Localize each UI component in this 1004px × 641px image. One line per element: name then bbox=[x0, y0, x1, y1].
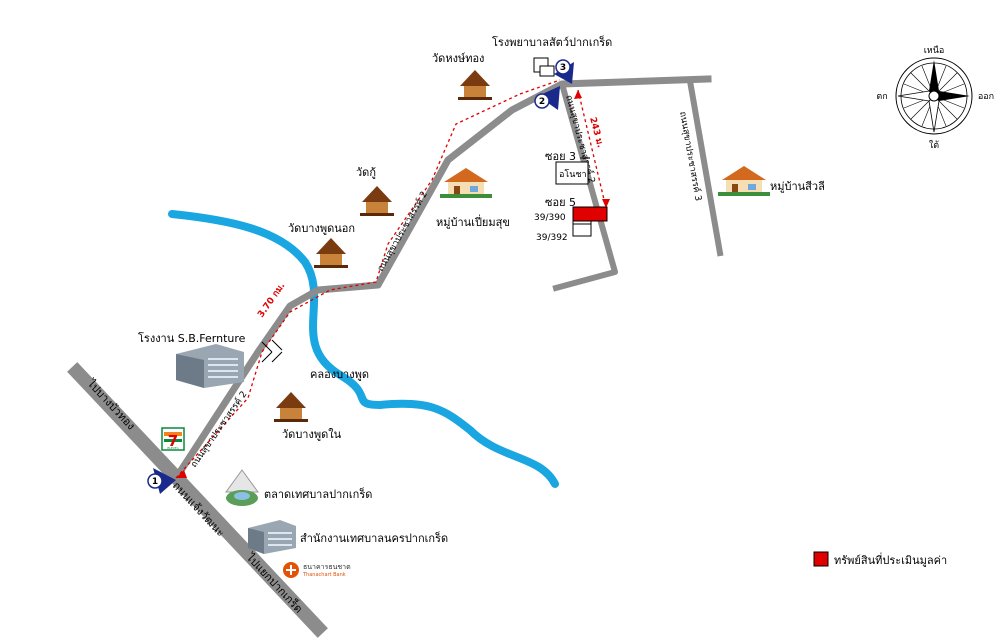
marker-3: 3 bbox=[554, 59, 574, 84]
khlong-bangphut-river bbox=[168, 210, 559, 488]
soi-5-label: ซอย 5 bbox=[545, 196, 576, 209]
route-arrow-b bbox=[602, 199, 610, 208]
temple-icon-wat-bangphut-nok bbox=[314, 238, 348, 268]
khlong-label: คลองบางพูด bbox=[310, 368, 369, 381]
factory-building-icon bbox=[176, 344, 244, 388]
main-road bbox=[67, 362, 328, 638]
marker-1-number: 1 bbox=[152, 477, 158, 487]
seven-eleven-sub: ELEVEn bbox=[167, 446, 178, 450]
main-road-name-label: ถนนแจ้งวัฒนะ bbox=[170, 479, 227, 539]
thanachart-bank-logo: ธนาคารธนชาต Thanachart Bank bbox=[283, 562, 351, 578]
house-icon-piamsuk bbox=[440, 168, 492, 198]
wat-ku-label: วัดกู้ bbox=[356, 166, 376, 179]
main-road-top-label: ไปบางบัวทอง bbox=[84, 376, 137, 432]
house-icon-sawee bbox=[718, 166, 770, 196]
bank-sub: Thanachart Bank bbox=[302, 572, 346, 578]
compass-south: ใต้ bbox=[929, 140, 939, 151]
marker-2: 2 bbox=[534, 86, 560, 110]
temple-icon-wat-ku bbox=[360, 186, 394, 216]
route-line-short bbox=[577, 89, 607, 209]
compass-east: ออก bbox=[978, 92, 994, 102]
route-arrow-start bbox=[176, 470, 187, 478]
office-building-icon bbox=[248, 520, 296, 554]
vet-hospital-label: โรงพยาบาลสัตว์ปากเกร็ด bbox=[492, 35, 612, 49]
temple-icon-wat-nong bbox=[458, 70, 492, 100]
prachachuen-3-road bbox=[686, 77, 724, 257]
soi-3-label: ซอย 3 bbox=[545, 150, 576, 163]
marker-1: 1 bbox=[147, 468, 176, 494]
seven-eleven-logo: 7 ELEVEn bbox=[161, 427, 185, 451]
wat-bangphut-nok-label: วัดบางพูดนอก bbox=[288, 222, 355, 235]
route-arrow-a bbox=[574, 90, 582, 99]
main-road-bottom-label: ไปแยกปากเกร็ด bbox=[243, 550, 306, 616]
seven-eleven-number: 7 bbox=[168, 432, 178, 450]
property-box-2 bbox=[572, 223, 592, 237]
property-address-1: 39/390 bbox=[534, 213, 566, 223]
market-label: ตลาดเทศบาลปากเกร็ด bbox=[264, 487, 372, 501]
moo-baan-piamsuk-label: หมู่บ้านเปี่ยมสุข bbox=[436, 214, 510, 229]
road-network bbox=[67, 75, 724, 638]
marker-2-number: 2 bbox=[539, 97, 545, 107]
legend: ทรัพย์สินที่ประเมินมูลค่า bbox=[813, 551, 947, 567]
distance-label-2: 243 ม. bbox=[587, 116, 605, 149]
soi-road bbox=[552, 80, 618, 292]
compass-rose: เหนือ ใต้ ออก ตก bbox=[876, 45, 994, 151]
route-line bbox=[175, 79, 561, 479]
temple-icon-wat-bangphut-nai bbox=[274, 392, 308, 422]
legend-swatch bbox=[813, 551, 829, 567]
wat-bangphut-nai-label: วัดบางพูดใน bbox=[282, 428, 342, 441]
property-address-2: 39/392 bbox=[536, 233, 568, 243]
property-marker bbox=[572, 206, 608, 222]
market-logo-icon bbox=[225, 469, 259, 506]
prachachuen-2-label: ถนนสุขาประชาสรรค์ 2 bbox=[188, 388, 250, 469]
factory-label: โรงงาน S.B.Fernture bbox=[138, 331, 246, 345]
compass-west: ตก bbox=[876, 92, 887, 102]
moo-baan-sawee-label: หมู่บ้านสีวลี bbox=[770, 180, 825, 193]
shop-box bbox=[555, 161, 589, 185]
prachachuen-2-road bbox=[171, 75, 712, 483]
marker-3-number: 3 bbox=[560, 63, 566, 73]
compass-north: เหนือ bbox=[924, 45, 945, 56]
municipal-office-label: สำนักงานเทศบาลนครปากเกร็ด bbox=[300, 531, 448, 545]
shop-label: อโนชา bbox=[559, 169, 587, 180]
legend-label: ทรัพย์สินที่ประเมินมูลค่า bbox=[834, 552, 947, 567]
bridge-icon bbox=[261, 339, 283, 363]
bank-name: ธนาคารธนชาต bbox=[303, 563, 351, 571]
vet-hospital-icon bbox=[533, 57, 555, 77]
wat-nong-label: วัดหงษ์ทอง bbox=[432, 52, 484, 65]
